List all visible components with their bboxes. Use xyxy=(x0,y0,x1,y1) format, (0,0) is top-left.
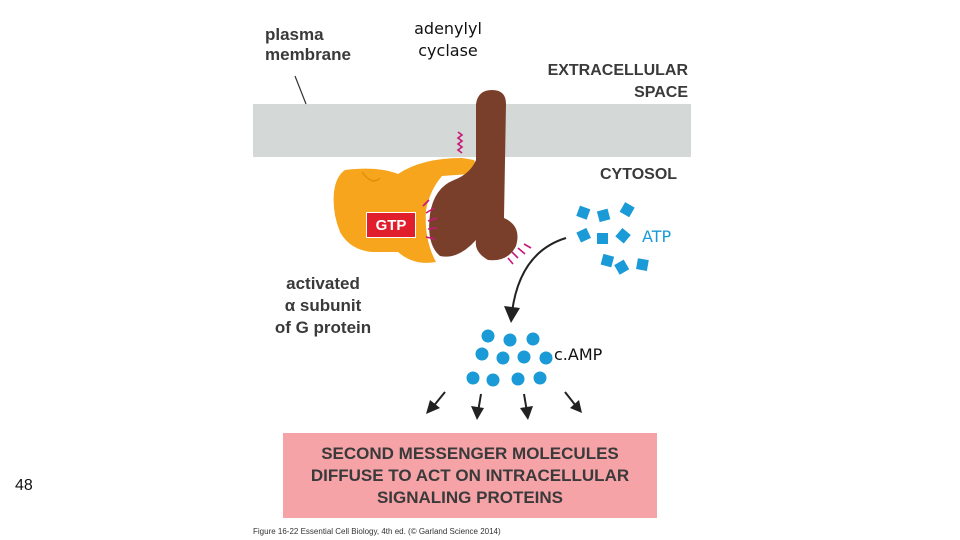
message-line-3: SIGNALING PROTEINS xyxy=(376,487,564,507)
g-protein-notch xyxy=(361,171,381,182)
atp-label: ATP xyxy=(642,227,672,246)
message-line-2: DIFFUSE TO ACT ON INTRACELLULAR xyxy=(310,465,630,485)
atp-molecules xyxy=(576,202,649,275)
message-line-1: SECOND MESSENGER MOLECULES xyxy=(321,443,619,463)
cytosol-label: CYTOSOL xyxy=(600,166,678,183)
plasma-membrane-line-1: plasma xyxy=(265,25,324,44)
extracellular-line-1: EXTRACELLULAR xyxy=(547,62,688,79)
adenylyl-cyclase-protein xyxy=(429,90,518,261)
adenylyl-cyclase-line-1: adenylyl xyxy=(414,19,482,38)
extracellular-line-2: SPACE xyxy=(634,84,688,101)
camp-molecules xyxy=(466,329,553,387)
activated-line-2: α subunit xyxy=(284,296,362,315)
slide-number: 48 xyxy=(15,477,33,494)
gtp-box: GTP xyxy=(366,212,416,238)
plasma-membrane-label: plasma membrane xyxy=(265,25,351,65)
camp-label: c.AMP xyxy=(554,345,603,364)
gtp-label: GTP xyxy=(375,216,407,234)
activated-subunit-label: activated α subunit of G protein xyxy=(270,273,376,339)
plasma-membrane-pointer xyxy=(294,75,307,105)
second-messenger-box: SECOND MESSENGER MOLECULES DIFFUSE TO AC… xyxy=(283,433,657,518)
activated-line-3: of G protein xyxy=(274,318,372,337)
figure-caption: Figure 16-22 Essential Cell Biology, 4th… xyxy=(253,527,501,536)
adenylyl-cyclase-line-2: cyclase xyxy=(418,41,478,60)
diffusion-arrows xyxy=(426,391,582,420)
activation-marks-left xyxy=(422,199,438,240)
activated-line-1: activated xyxy=(286,274,360,293)
activation-marks-right xyxy=(507,243,532,265)
adenylyl-cyclase-label: adenylyl cyclase xyxy=(398,18,498,62)
plasma-membrane-band xyxy=(253,104,691,157)
lipid-anchor-squiggle xyxy=(456,131,464,154)
conversion-arrowhead xyxy=(504,306,520,323)
extracellular-space-label: EXTRACELLULAR SPACE xyxy=(530,60,688,104)
plasma-membrane-line-2: membrane xyxy=(265,45,351,64)
conversion-arrow xyxy=(511,237,567,313)
